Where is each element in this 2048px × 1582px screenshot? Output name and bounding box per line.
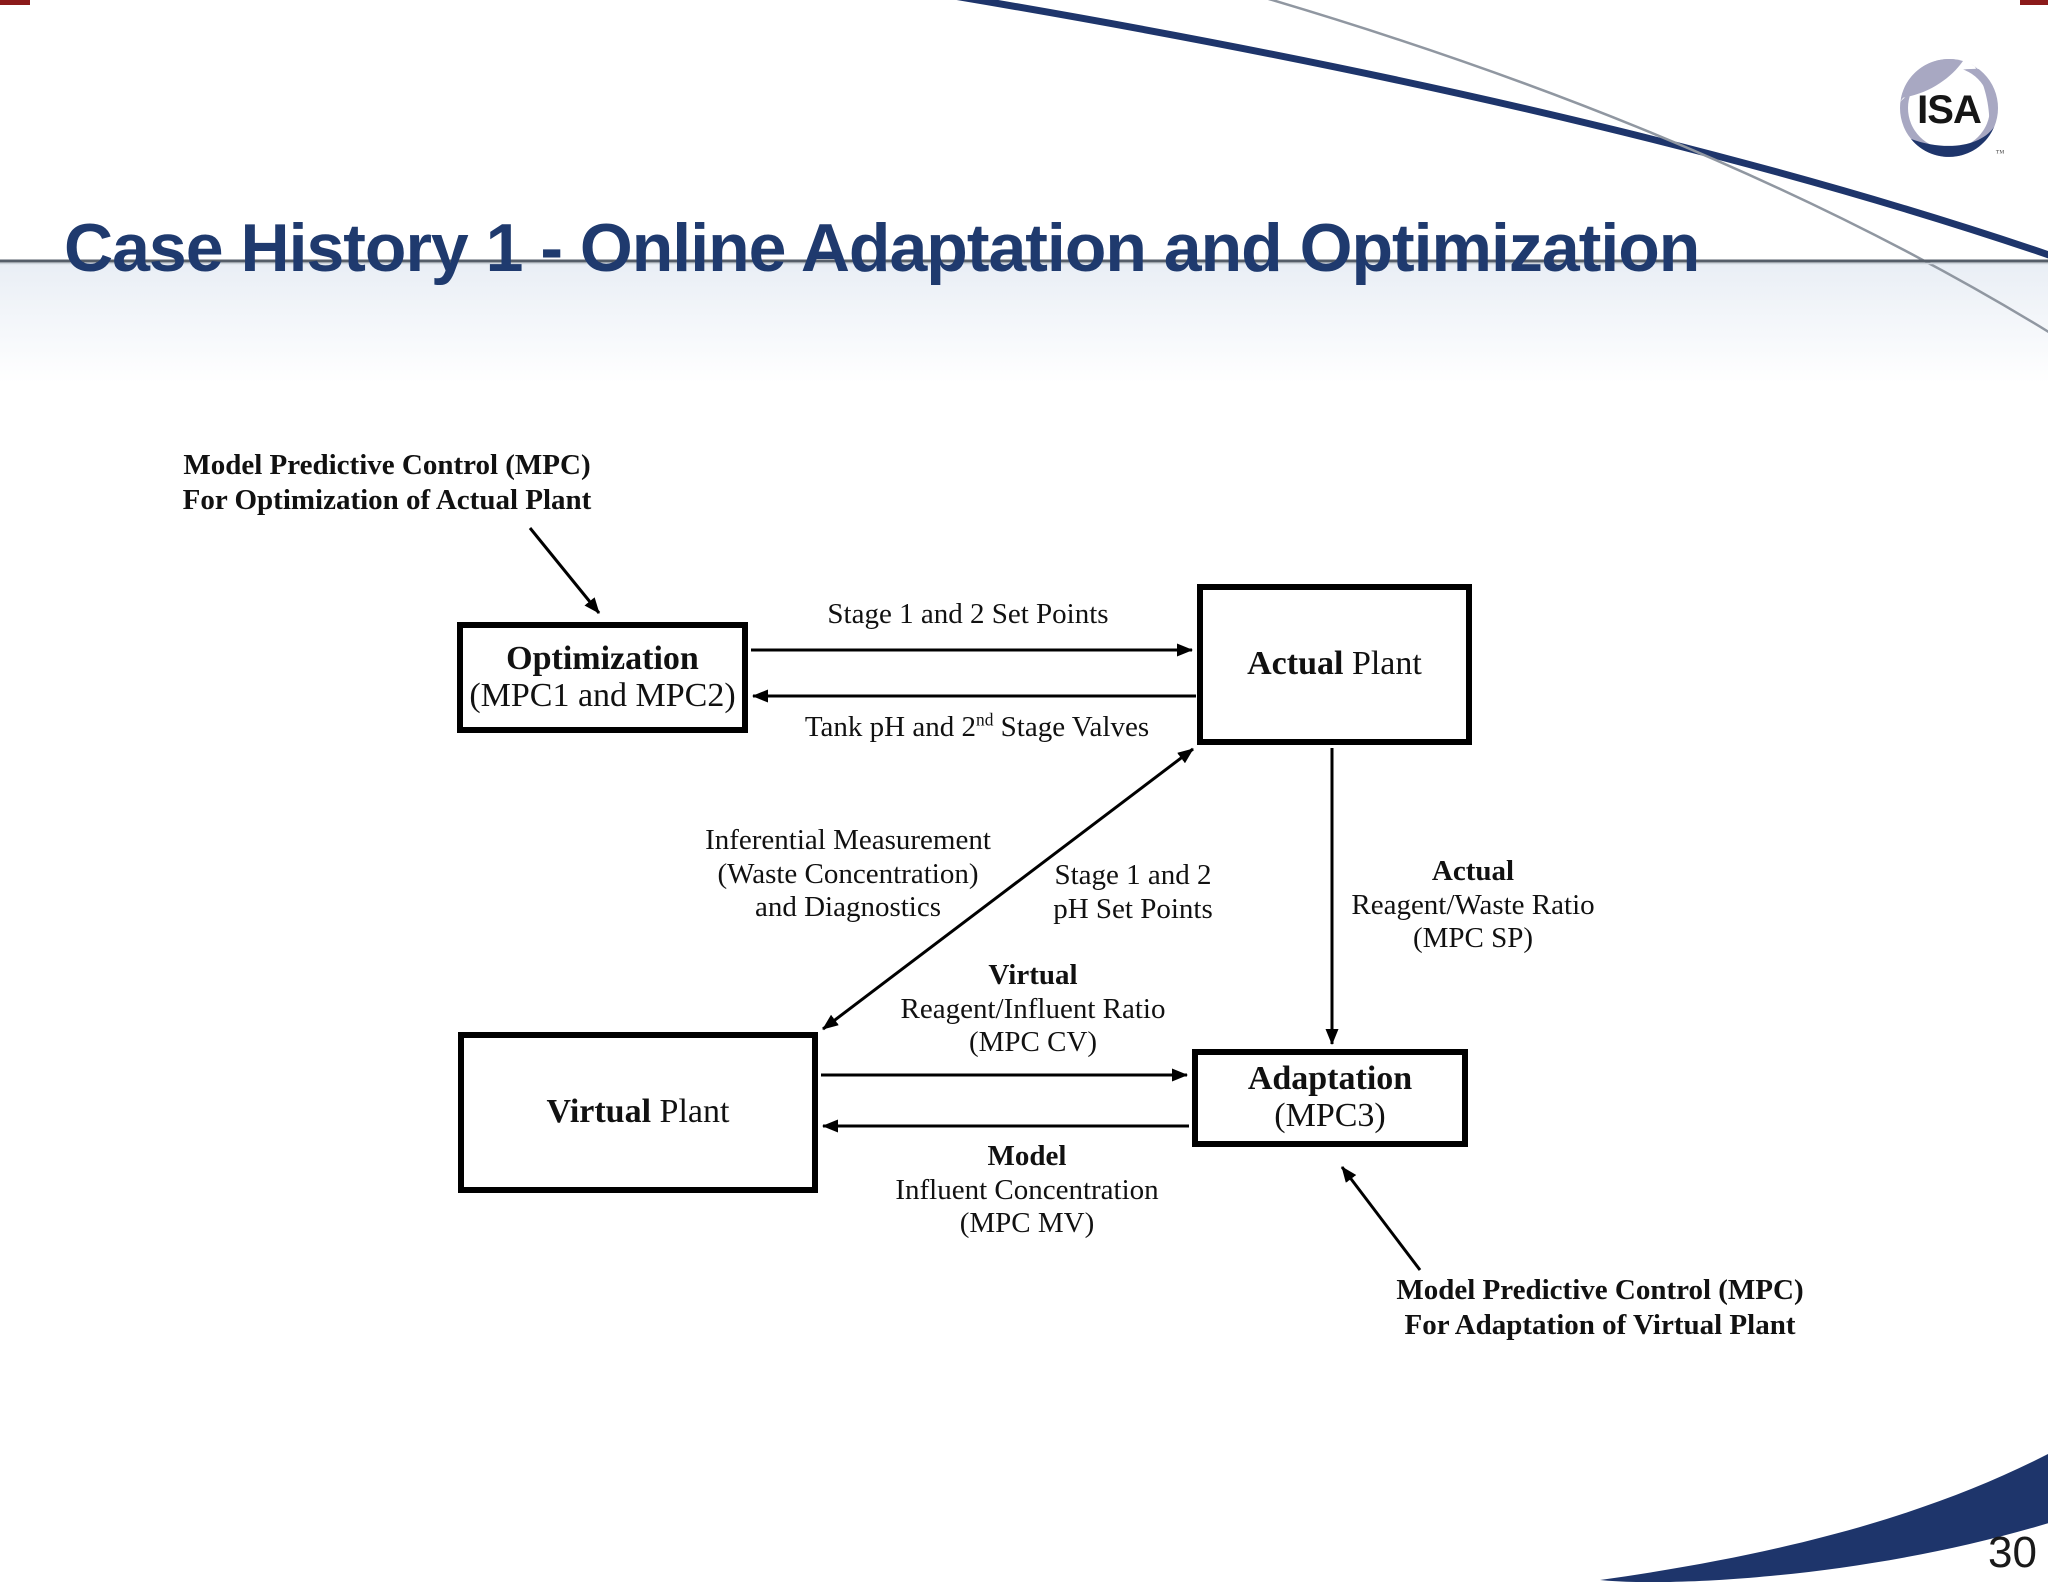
label-tank-ph: Tank pH and 2nd Stage Valves — [804, 709, 1150, 743]
svg-text:™: ™ — [1996, 148, 2004, 158]
box-virtual-plant-title: Virtual Plant — [546, 1093, 730, 1131]
top-swoosh-navy — [956, 0, 2048, 259]
isa-logo-right-sliver — [1975, 67, 1998, 136]
box-adaptation: Adaptation (MPC3) — [1192, 1049, 1468, 1147]
label-stage-set-points: Stage 1 and 2 Set Points — [827, 598, 1109, 630]
top-swoosh-gray — [1267, 0, 2048, 334]
label-model: Model Influent Concentration (MPC MV) — [895, 1140, 1159, 1240]
box-actual-plant-title: Actual Plant — [1247, 645, 1422, 683]
isa-logo-text: ISA — [1917, 88, 1981, 132]
corner-mark-right — [2020, 0, 2048, 5]
box-virtual-plant: Virtual Plant — [458, 1032, 818, 1193]
isa-logo-crescent — [1911, 127, 1994, 157]
label-actual-ratio: Actual Reagent/Waste Ratio (MPC SP) — [1351, 855, 1595, 955]
header-tint-band — [0, 263, 2048, 383]
box-actual-plant: Actual Plant — [1197, 584, 1472, 745]
label-inferential: Inferential Measurement (Waste Concentra… — [705, 824, 991, 924]
box-adaptation-subtitle: (MPC3) — [1274, 1097, 1386, 1134]
annotation-bottom: Model Predictive Control (MPC) For Adapt… — [1396, 1274, 1804, 1342]
arrow-annotation-top — [528, 527, 601, 614]
box-adaptation-title: Adaptation — [1247, 1060, 1413, 1098]
label-virtual-ratio: Virtual Reagent/Influent Ratio (MPC CV) — [900, 959, 1166, 1059]
corner-mark-left — [0, 0, 30, 5]
page-number: 30 — [1988, 1528, 2037, 1577]
arrow-annotation-bottom — [1340, 1166, 1422, 1271]
label-stage-ph: Stage 1 and 2 pH Set Points — [1053, 859, 1213, 925]
annotation-top: Model Predictive Control (MPC) For Optim… — [182, 449, 592, 517]
isa-logo: ISA ™ — [1900, 58, 2004, 158]
box-optimization-subtitle: (MPC1 and MPC2) — [469, 676, 736, 714]
page-title: Case History 1 - Online Adaptation and O… — [64, 209, 1700, 286]
bottom-swoosh-navy — [1600, 1454, 2048, 1582]
arrow-virtual-actual-diagonal — [822, 747, 1194, 1031]
box-optimization-title: Optimization — [506, 639, 699, 677]
box-optimization: Optimization (MPC1 and MPC2) — [457, 622, 748, 733]
isa-logo-cap — [1901, 58, 1963, 98]
